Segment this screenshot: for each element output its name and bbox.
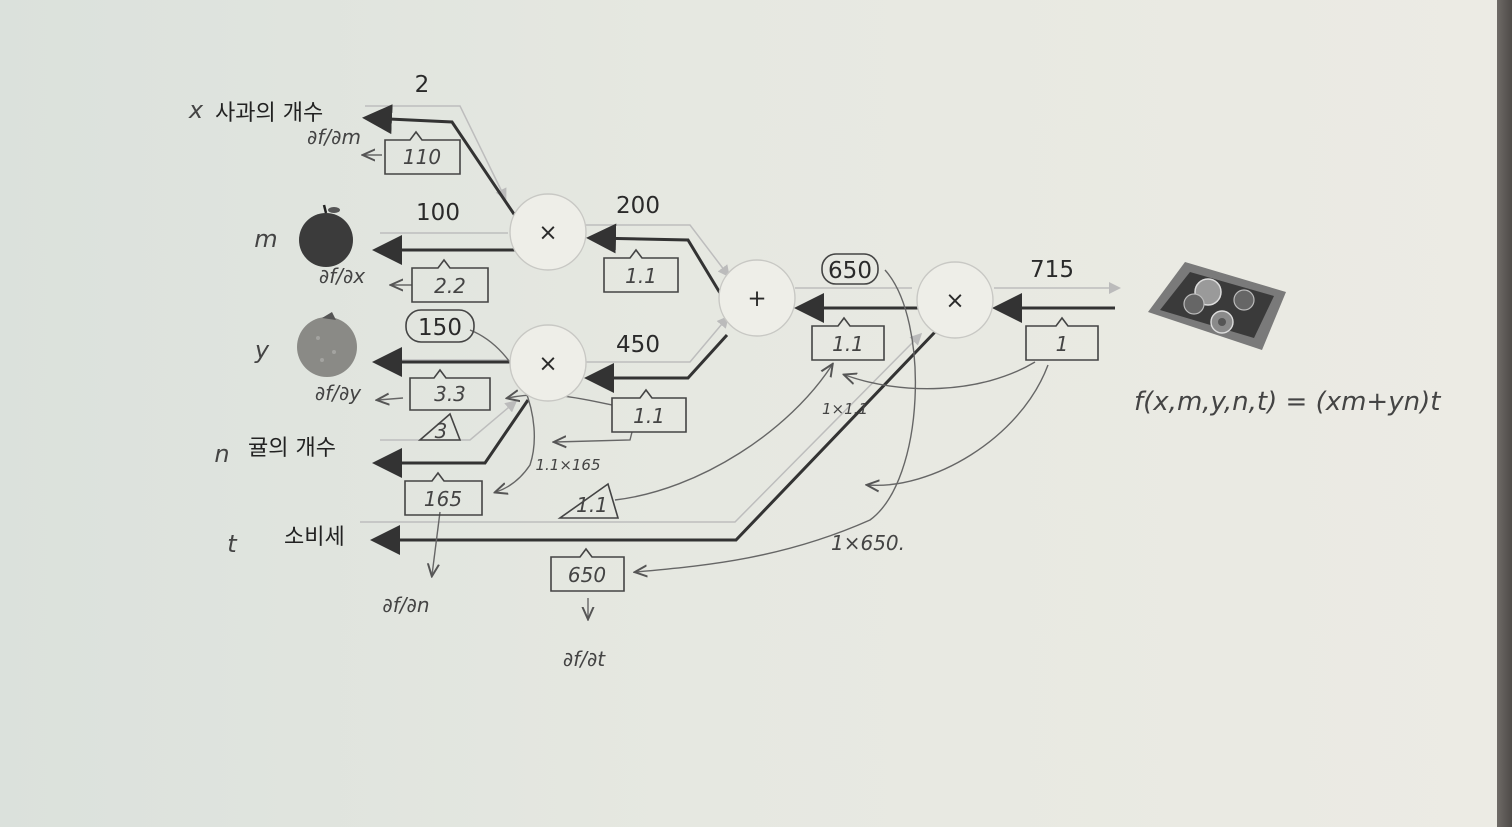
svg-text:1: 1 xyxy=(1056,332,1069,356)
svg-text:3: 3 xyxy=(435,419,448,443)
svg-text:650: 650 xyxy=(828,258,872,284)
svg-text:1.1: 1.1 xyxy=(576,493,608,517)
backward-edges xyxy=(362,104,1115,555)
svg-text:2.2: 2.2 xyxy=(434,274,466,298)
svg-text:∂f/∂x: ∂f/∂x xyxy=(319,264,365,288)
value-x: 2 xyxy=(415,72,430,98)
svg-text:1.1: 1.1 xyxy=(625,264,657,288)
var-x: x xyxy=(188,96,204,124)
svg-text:165: 165 xyxy=(424,487,462,511)
svg-text:1.1: 1.1 xyxy=(832,332,864,356)
label-orange-count: 귤의 개수 xyxy=(248,436,336,461)
formula: f(x,m,y,n,t) = (xm+yn)t xyxy=(1134,387,1441,417)
grad-note-x: ∂f/∂m xyxy=(307,125,361,149)
gate-add: + xyxy=(718,259,796,337)
value-final: 715 xyxy=(1030,257,1074,283)
svg-text:3.3: 3.3 xyxy=(434,382,466,406)
var-m: m xyxy=(254,225,277,253)
svg-text:∂f/∂m: ∂f/∂m xyxy=(307,125,361,149)
value-m: 100 xyxy=(416,200,460,226)
grad-box-y: 3.3 xyxy=(409,368,491,411)
gate-mul3: × xyxy=(916,261,994,339)
grad-box-add-out: 1.1 xyxy=(811,316,885,361)
svg-text:1.1: 1.1 xyxy=(633,404,665,428)
page-edge-shadow xyxy=(1497,0,1512,827)
svg-text:×: × xyxy=(945,288,964,314)
grad-box-mul2-out: 1.1 xyxy=(611,388,687,433)
svg-text:150: 150 xyxy=(418,315,462,341)
note-add-calc: 1×1.1 xyxy=(822,400,868,418)
svg-text:110: 110 xyxy=(403,145,441,169)
value-mul2-out: 450 xyxy=(616,332,660,358)
orange-icon xyxy=(297,312,357,377)
grad-note-t: ∂f/∂t xyxy=(563,647,606,671)
svg-text:∂f/∂t: ∂f/∂t xyxy=(563,647,606,671)
value-t-triangle: 1.1 xyxy=(557,482,620,519)
value-n-triangle: 3 xyxy=(417,412,462,443)
note-t-calc: 1×650. xyxy=(831,531,905,555)
grad-note-y: ∂f/∂y xyxy=(315,381,362,405)
grad-note-m: ∂f/∂x xyxy=(319,264,365,288)
value-mul1-out: 200 xyxy=(616,193,660,219)
svg-text:+: + xyxy=(747,286,766,312)
grad-box-final: 1 xyxy=(1025,316,1099,361)
var-t: t xyxy=(227,530,238,558)
label-apple-count: 사과의 개수 xyxy=(215,101,323,126)
var-y: y xyxy=(254,336,270,364)
gate-mul2: × xyxy=(509,324,587,402)
label-tax: 소비세 xyxy=(284,525,345,550)
var-n: n xyxy=(214,440,229,468)
value-add-out-circled: 650 xyxy=(821,253,879,285)
coin-tray-icon xyxy=(1148,262,1286,350)
grad-box-x: 110 xyxy=(384,130,461,175)
note-n-calc: 1.1×165 xyxy=(535,456,600,474)
grad-box-m: 2.2 xyxy=(411,258,489,303)
svg-text:∂f/∂n: ∂f/∂n xyxy=(382,593,429,617)
grad-box-n: 165 xyxy=(404,471,483,516)
apple-icon xyxy=(299,204,353,267)
svg-text:×: × xyxy=(538,351,557,377)
svg-text:×: × xyxy=(538,220,557,246)
grad-box-mul1-out: 1.1 xyxy=(603,248,679,293)
value-y-circled: 150 xyxy=(405,309,475,343)
gate-mul1: × xyxy=(509,193,587,271)
svg-text:∂f/∂y: ∂f/∂y xyxy=(315,381,362,405)
svg-text:650: 650 xyxy=(568,563,606,587)
annotation-arrows xyxy=(364,155,1049,618)
grad-note-n: ∂f/∂n xyxy=(382,593,429,617)
grad-box-t: 650 xyxy=(550,547,625,592)
